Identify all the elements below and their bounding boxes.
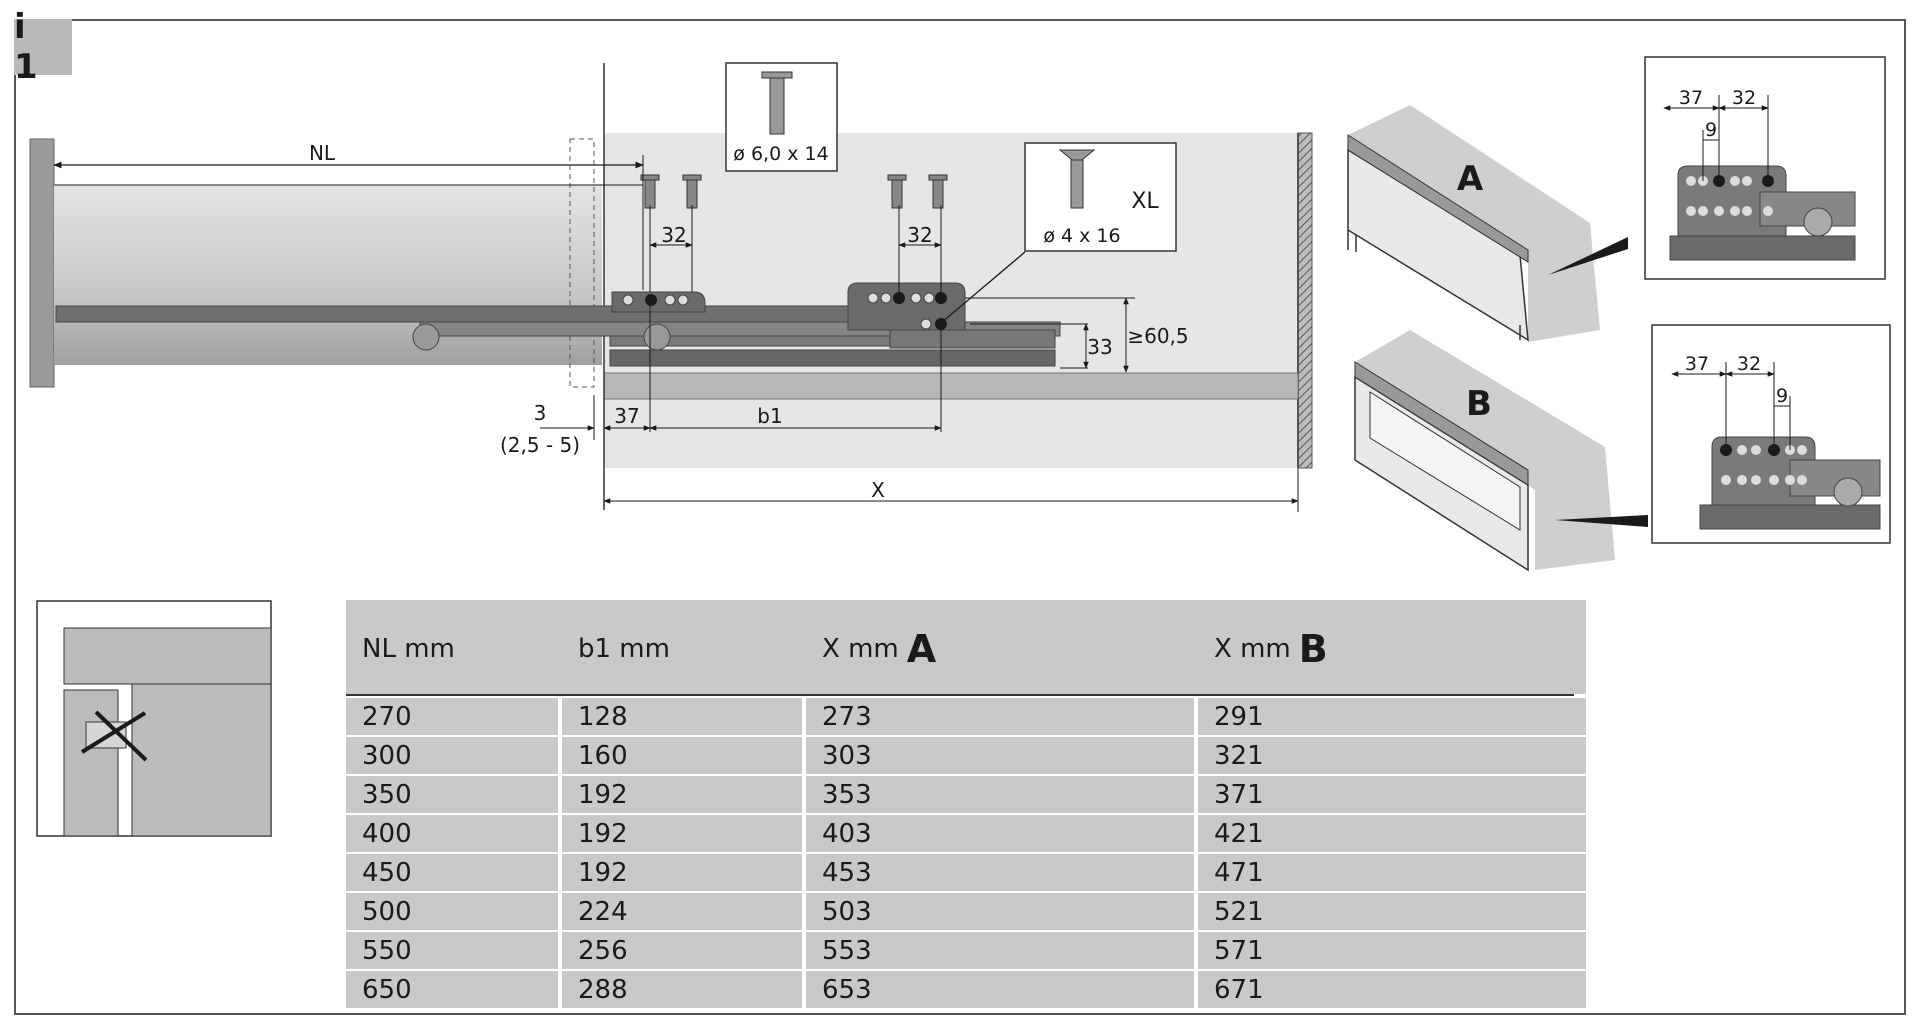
table-cell: 671	[1198, 971, 1586, 1008]
roller	[643, 323, 671, 351]
variant-a-32: 32	[1732, 87, 1756, 109]
header-nl: NL mm	[346, 600, 558, 694]
screw-box-2	[1024, 142, 1177, 252]
dim-60-5: ≥60,5	[1127, 324, 1188, 348]
table-cell: 400	[346, 815, 558, 852]
inset-right-panel	[131, 683, 272, 837]
screw-2-tag: XL	[1131, 189, 1159, 214]
table-cell: 321	[1198, 737, 1586, 774]
table-cell: 288	[562, 971, 802, 1008]
drawer-front	[29, 138, 55, 388]
dim-b1: b1	[757, 404, 782, 428]
variant-b-32: 32	[1737, 353, 1761, 375]
table-cell: 450	[346, 854, 558, 891]
label-nl: NL	[309, 141, 336, 165]
table-cell: 353	[806, 776, 1194, 813]
inset-top-panel	[63, 627, 272, 685]
label-32-right: 32	[907, 223, 932, 247]
roller	[412, 323, 440, 351]
dim-3-range: (2,5 - 5)	[500, 433, 580, 457]
table-cell: 571	[1198, 932, 1586, 969]
table-cell: 192	[562, 776, 802, 813]
table-cell: 256	[562, 932, 802, 969]
rear-bracket	[847, 282, 966, 331]
table-cell: 224	[562, 893, 802, 930]
screw-1-label: ø 6,0 x 14	[733, 143, 828, 165]
table-cell: 128	[562, 698, 802, 735]
table-cell: 521	[1198, 893, 1586, 930]
screw-6x14-icon	[761, 71, 793, 135]
variant-b-37: 37	[1685, 353, 1709, 375]
variant-b-9: 9	[1776, 385, 1788, 407]
table-cell: 303	[806, 737, 1194, 774]
cabinet-back-wall	[1297, 132, 1313, 469]
cabinet-bottom	[603, 372, 1299, 400]
variant-b-letter: B	[1466, 384, 1492, 424]
variant-a-37: 37	[1679, 87, 1703, 109]
dim-33: 33	[1087, 335, 1112, 359]
table-cell: 453	[806, 854, 1194, 891]
variant-a-bracket	[1669, 165, 1856, 261]
table-cell: 160	[562, 737, 802, 774]
dim-37: 37	[614, 404, 639, 428]
dim-3: 3	[534, 401, 547, 425]
variant-a-drawer	[1347, 105, 1628, 342]
table-cell: 503	[806, 893, 1194, 930]
drawer-body	[54, 185, 602, 365]
variant-a-9: 9	[1705, 119, 1717, 141]
screw-4x16-icon	[1058, 149, 1096, 209]
header-b1: b1 mm	[562, 600, 802, 694]
table-cell: 270	[346, 698, 558, 735]
variant-b-bracket	[1699, 436, 1881, 530]
inset-left-panel	[63, 689, 119, 837]
figure-frame	[14, 19, 1906, 1015]
table-cell: 550	[346, 932, 558, 969]
not-allowed-x-icon	[80, 710, 148, 762]
table-cell: 471	[1198, 854, 1586, 891]
table-cell: 192	[562, 815, 802, 852]
label-32-left: 32	[661, 223, 686, 247]
table-cell: 500	[346, 893, 558, 930]
variant-b-drawer	[1354, 330, 1648, 572]
variant-a-letter: A	[1457, 159, 1484, 199]
table-cell: 192	[562, 854, 802, 891]
dim-x: X	[871, 478, 885, 502]
table-cell: 403	[806, 815, 1194, 852]
table-cell: 350	[346, 776, 558, 813]
table-cell: 291	[1198, 698, 1586, 735]
table-cell: 653	[806, 971, 1194, 1008]
table-cell: 273	[806, 698, 1194, 735]
table-cell: 553	[806, 932, 1194, 969]
table-cell: 300	[346, 737, 558, 774]
table-cell: 421	[1198, 815, 1586, 852]
table-cell: 650	[346, 971, 558, 1008]
runner-rail-top	[55, 305, 889, 323]
table-cell: 371	[1198, 776, 1586, 813]
screw-2-label: ø 4 x 16	[1043, 225, 1120, 247]
